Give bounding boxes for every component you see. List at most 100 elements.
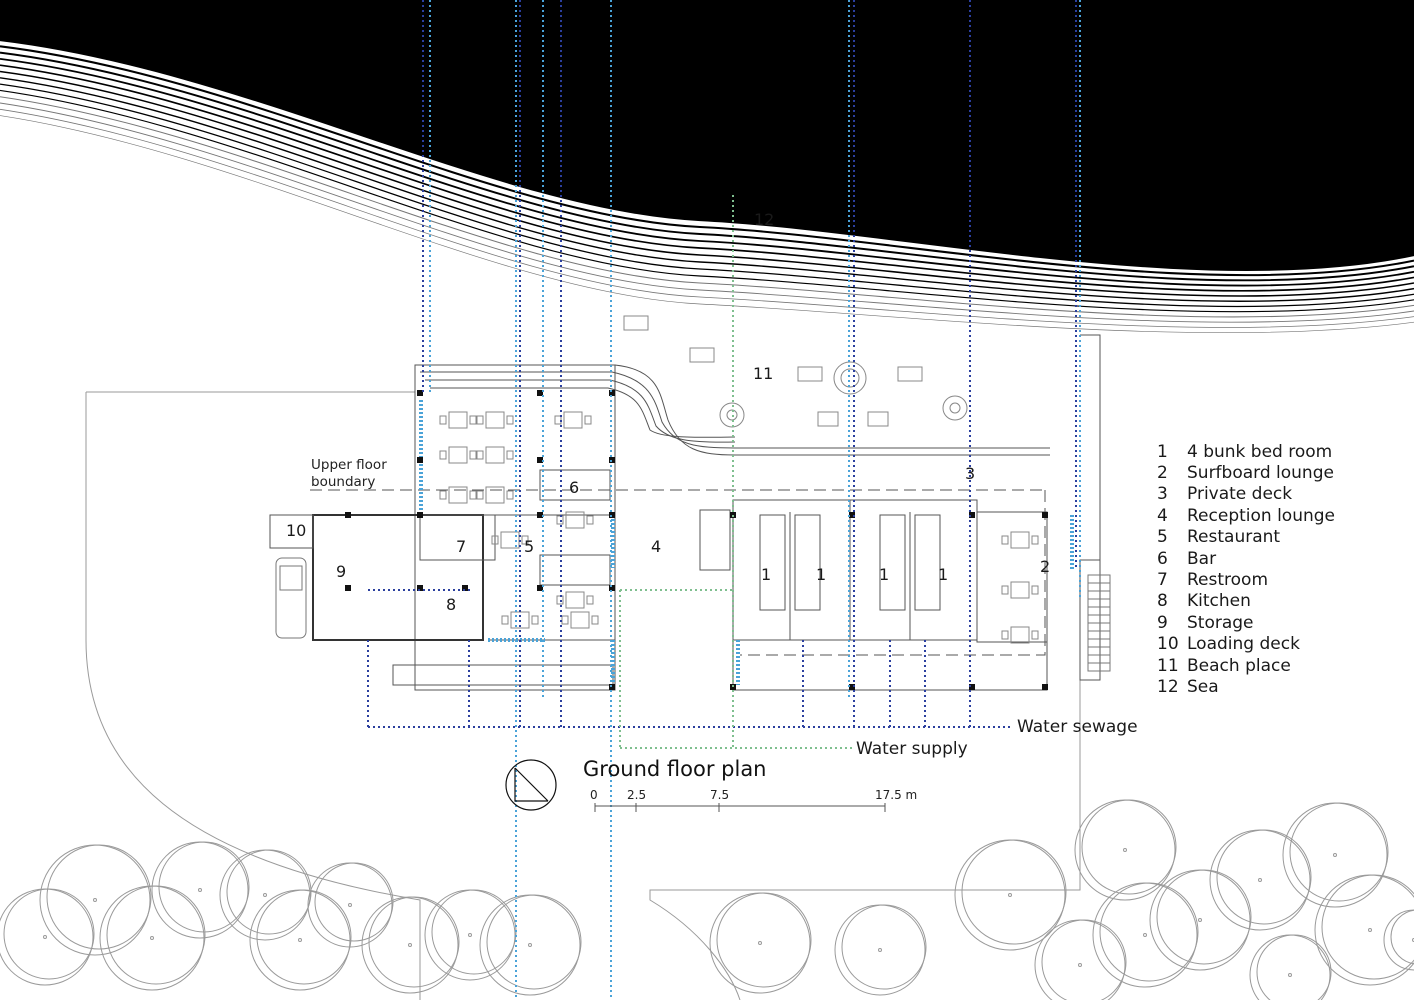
chair [476, 450, 484, 460]
chair [476, 490, 484, 500]
beach-tag: 11 [753, 364, 774, 383]
column [537, 585, 543, 591]
coastline-contours [0, 38, 1414, 334]
water-supply-lines [619, 195, 852, 749]
tree-canopy [486, 894, 582, 990]
tree-canopy [158, 841, 250, 933]
chair [491, 535, 499, 545]
scale-tick-label: 2.5 [627, 788, 647, 802]
tree-canopy [106, 885, 206, 985]
contour-line [0, 58, 1414, 287]
chair [1031, 585, 1039, 595]
contour-line [0, 102, 1414, 323]
water-sewage-lines [367, 0, 1077, 728]
chair [586, 515, 594, 525]
chair [469, 490, 477, 500]
tree-trunk [1258, 878, 1262, 882]
tree-canopy [1034, 919, 1126, 1000]
contour-line [0, 38, 1414, 271]
storage-tag: 9 [336, 562, 347, 581]
light-blue-lines [429, 0, 1081, 1000]
chair [439, 490, 447, 500]
tree-canopy [39, 844, 151, 956]
surfboard-lounge-tag: 2 [1040, 557, 1051, 576]
column [849, 684, 855, 690]
chair [1001, 585, 1009, 595]
chair [561, 615, 569, 625]
chair [521, 535, 529, 545]
bar-tag: 6 [569, 478, 580, 497]
chair [531, 615, 539, 625]
column [969, 512, 975, 518]
stair-frame [1087, 574, 1111, 672]
tree-trunk [198, 888, 202, 892]
chair [584, 415, 592, 425]
tree-trunk [1143, 933, 1147, 937]
chair [439, 450, 447, 460]
column [345, 585, 351, 591]
kitchen-tag: 8 [446, 595, 457, 614]
tree-canopy [716, 892, 812, 988]
tree-canopy [1390, 909, 1414, 965]
chair [1001, 630, 1009, 640]
upper-floor-boundary-label: Upper floor boundary [311, 457, 387, 490]
column [417, 512, 423, 518]
column [537, 512, 543, 518]
tree-trunk [1412, 938, 1414, 942]
chair [591, 615, 599, 625]
tree-canopy [1289, 802, 1389, 902]
column [849, 512, 855, 518]
site-boundary [85, 391, 1081, 1000]
tree-canopy [961, 839, 1067, 945]
chair [1001, 535, 1009, 545]
tree-trunk [758, 941, 762, 945]
tree-trunk [408, 943, 412, 947]
tree-trunk [348, 903, 352, 907]
tree-trunk [150, 936, 154, 940]
chair [584, 415, 592, 425]
building-walls [269, 334, 1101, 691]
column [417, 390, 423, 396]
chair [506, 415, 514, 425]
chair [1031, 630, 1039, 640]
tree-canopy [1383, 909, 1414, 971]
sea-area [0, 0, 1414, 270]
tree-canopy [1282, 802, 1388, 908]
column [417, 585, 423, 591]
tree-canopy [479, 894, 581, 996]
chair [469, 415, 477, 425]
scale-tick-label: 17.5 m [875, 788, 918, 802]
contour-line [0, 70, 1414, 297]
column [537, 457, 543, 463]
tree-canopy [368, 896, 460, 988]
tree-trunk [878, 948, 882, 952]
beach-furniture [623, 315, 968, 428]
contour-line [0, 89, 1414, 313]
table [565, 591, 585, 609]
tree-canopy [219, 849, 311, 941]
bunk-room-tag: 1 [938, 565, 949, 584]
table [570, 611, 590, 629]
tree-canopy [1256, 934, 1332, 1000]
vehicle [275, 557, 307, 639]
table [448, 411, 468, 429]
table [448, 486, 468, 504]
contour-line [0, 108, 1414, 328]
table [565, 511, 585, 529]
chair [506, 450, 514, 460]
tree-trunk [1123, 848, 1127, 852]
bunk-room-tag: 1 [761, 565, 772, 584]
tree-trunk [93, 898, 97, 902]
column [609, 390, 615, 396]
tree-canopy [1216, 829, 1312, 925]
contour-line [0, 77, 1414, 302]
contour-line [0, 96, 1414, 318]
tree-canopy [1092, 882, 1198, 988]
chair [439, 415, 447, 425]
